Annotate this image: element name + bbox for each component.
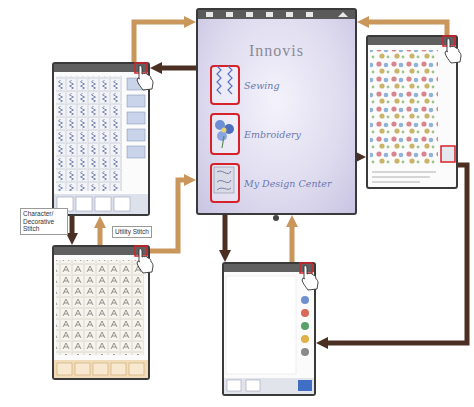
bottom-keys (57, 363, 144, 375)
design-icon (214, 167, 234, 193)
icon-bar (368, 37, 456, 45)
tool-icon (301, 335, 309, 343)
bottom-key (129, 363, 144, 375)
bar-icon (226, 12, 233, 17)
bar-icon (246, 12, 253, 17)
mode-label: Embroidery (244, 129, 301, 140)
home-icon (338, 12, 348, 17)
home-screen: InnovisSewingEmbroidery My Design Center (196, 8, 357, 215)
home-highlight (443, 36, 455, 46)
next-key (298, 380, 312, 391)
tool-icon (301, 322, 309, 330)
edge-label: Character/ Decorative Stitch (20, 208, 68, 235)
nav-arrow (150, 180, 188, 251)
brand-title: Innovis (198, 42, 355, 60)
hand-outline (302, 266, 318, 290)
text-line (372, 172, 436, 173)
bottom-key (227, 380, 241, 391)
side-buttons (127, 78, 145, 158)
glyph-grid (56, 260, 144, 355)
mode-label: My Design Center (244, 178, 331, 189)
stitch-screen (52, 245, 150, 380)
bottom-bar (224, 378, 314, 394)
bottom-bar (54, 360, 148, 378)
nav-arrow (290, 223, 295, 262)
drawing-area (226, 276, 296, 374)
flower-icon (215, 120, 234, 148)
stem (222, 136, 224, 148)
nav-arrow (98, 224, 103, 245)
mode-button: My Design Center (210, 163, 240, 203)
hand-outline (137, 249, 153, 273)
bar-icon (206, 12, 213, 17)
pointing-hand (137, 249, 153, 273)
help-text-lines (372, 172, 436, 182)
pointing-hand (137, 66, 153, 90)
hand-outline (137, 66, 153, 90)
bottom-key (114, 197, 130, 211)
petal (215, 120, 225, 130)
bottom-key (76, 197, 92, 211)
edge-label: Utility Stitch (112, 226, 152, 238)
bottom-key (75, 363, 90, 375)
pointing-hand (302, 266, 318, 290)
icon-bar (54, 64, 148, 72)
bottom-key (246, 380, 260, 391)
embroidery-screen (366, 35, 458, 189)
tool-icon (301, 309, 309, 317)
sewing-screen (52, 62, 150, 216)
home-highlight (300, 263, 312, 273)
tool-icon (301, 296, 309, 304)
design-center-key (441, 146, 455, 162)
bar-icon (306, 12, 313, 17)
side-button (127, 129, 145, 141)
icon-bar (224, 264, 314, 272)
side-button (127, 95, 145, 107)
side-button (127, 78, 145, 90)
bar-icon (266, 12, 273, 17)
home-highlight (135, 63, 147, 73)
bar-icon (286, 12, 293, 17)
tool-icons (301, 296, 309, 356)
icon-bar (198, 10, 355, 19)
nav-arrow (365, 22, 447, 35)
petal (217, 131, 227, 141)
stitch-grid (56, 76, 122, 191)
home-highlight (135, 246, 147, 256)
bottom-key (93, 363, 108, 375)
mode-label: Sewing (244, 80, 280, 91)
mode-button: Sewing (210, 65, 240, 105)
petal (224, 124, 234, 134)
icon-bar (54, 247, 148, 255)
bottom-key (57, 363, 72, 375)
hand-outline (445, 39, 461, 63)
stitch-icon (217, 66, 232, 94)
side-button (127, 146, 145, 158)
design-stroke (217, 171, 231, 190)
design-canvas (214, 167, 234, 193)
bottom-bar (54, 194, 148, 214)
bottom-key (111, 363, 126, 375)
flower-center (222, 128, 227, 133)
pointing-hand (445, 39, 461, 63)
nav-arrow (134, 22, 188, 62)
text-line (372, 182, 420, 183)
side-button (127, 112, 145, 124)
mode-button: Embroidery (210, 113, 240, 155)
tool-icon (301, 348, 309, 356)
bottom-key (95, 197, 111, 211)
screen-button (273, 215, 279, 221)
bar-icons (206, 12, 348, 17)
nav-arrow (70, 216, 75, 237)
design-screen (222, 262, 316, 396)
text-line (372, 177, 430, 178)
motif-grid (370, 50, 438, 165)
